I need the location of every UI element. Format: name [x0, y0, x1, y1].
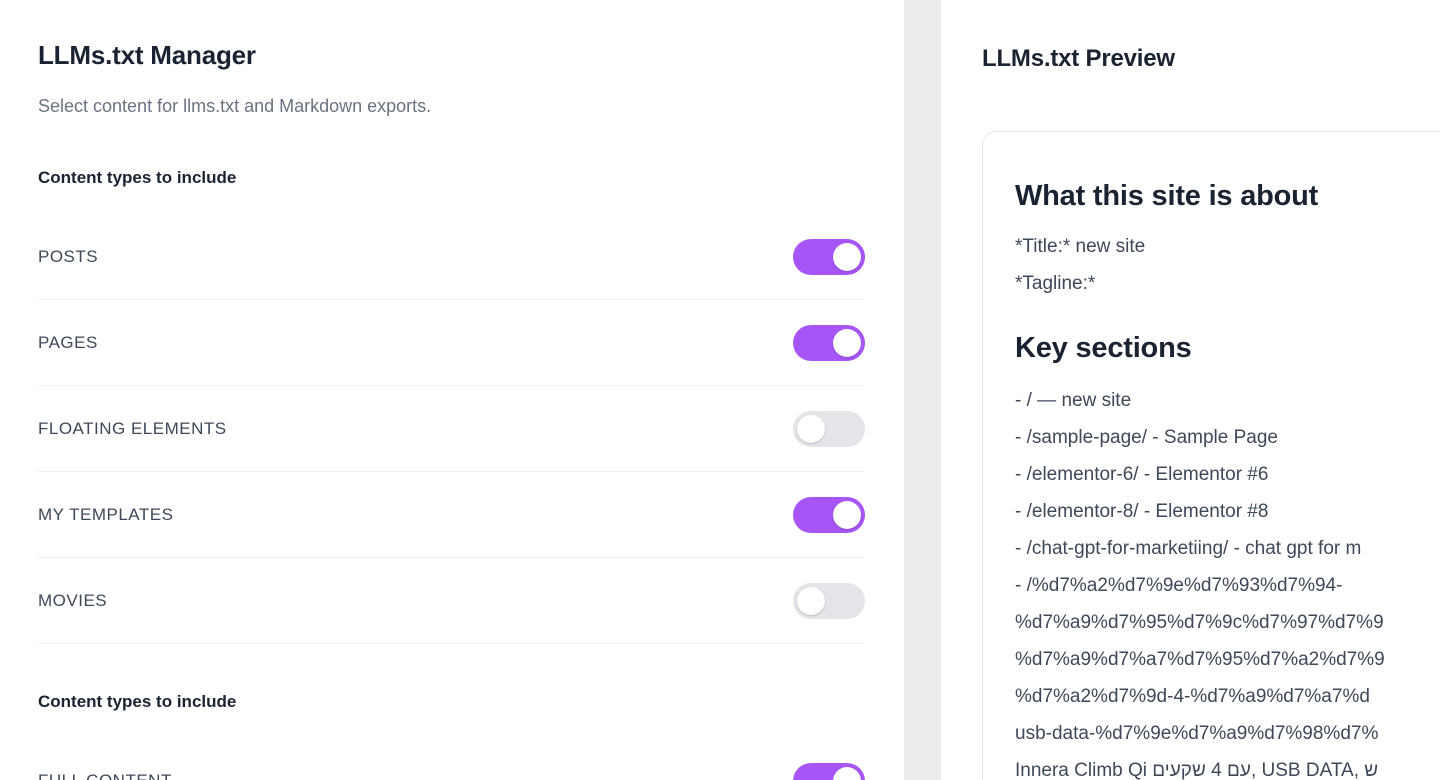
my-templates-label: MY TEMPLATES	[38, 504, 174, 524]
toggle-list-primary: POSTS PAGES FLOATING ELEMENTS MY TEMPLAT…	[38, 214, 865, 644]
toggle-knob	[833, 242, 861, 271]
preview-meta-block: *Title:* new site *Tagline:*	[1015, 228, 1440, 302]
posts-toggle[interactable]	[793, 238, 865, 275]
preview-list-line: - /elementor-6/ - Elementor #6	[1015, 464, 1269, 485]
movies-label: MOVIES	[38, 590, 108, 610]
toggle-row-my-templates: MY TEMPLATES	[38, 472, 865, 558]
manager-subtitle: Select content for llms.txt and Markdown…	[38, 96, 432, 116]
movies-toggle[interactable]	[793, 582, 865, 619]
toggle-row-pages: PAGES	[38, 300, 865, 386]
preview-list-line: - /chat-gpt-for-marketiing/ - chat gpt f…	[1015, 538, 1362, 559]
manager-title: LLMs.txt Manager	[38, 40, 256, 70]
preview-heading-about: What this site is about	[1015, 180, 1319, 212]
toggle-row-floating-elements: FLOATING ELEMENTS	[38, 386, 865, 472]
llms-preview-panel: LLMs.txt Preview What this site is about…	[941, 0, 1440, 780]
toggle-row-movies: MOVIES	[38, 558, 865, 644]
preview-list-line: - /%d7%a2%d7%9e%d7%93%d7%94-	[1015, 575, 1343, 596]
preview-list-line: Innera Climb Qi עם 4 שקעים, USB DATA, ש	[1015, 760, 1379, 780]
floating-elements-toggle[interactable]	[793, 410, 865, 447]
full-content-label: FULL CONTENT	[38, 770, 172, 780]
toggle-row-full-content: FULL CONTENT	[38, 738, 865, 780]
toggle-knob	[833, 766, 861, 780]
preview-line-title: *Title:* new site	[1015, 236, 1146, 257]
preview-key-sections-list: - / — new site - /sample-page/ - Sample …	[1015, 382, 1440, 780]
full-content-toggle[interactable]	[793, 762, 865, 780]
pages-toggle[interactable]	[793, 324, 865, 361]
preview-list-line: %d7%a9%d7%a7%d7%95%d7%a2%d7%9	[1015, 649, 1385, 670]
preview-list-line: - /sample-page/ - Sample Page	[1015, 427, 1278, 448]
toggle-knob	[797, 586, 825, 615]
pages-label: PAGES	[38, 332, 98, 352]
preview-line-tagline: *Tagline:*	[1015, 273, 1096, 294]
section-heading-content-types-2: Content types to include	[38, 692, 237, 711]
preview-heading-key-sections: Key sections	[1015, 332, 1192, 364]
toggle-knob	[833, 328, 861, 357]
preview-list-line: %d7%a9%d7%95%d7%9c%d7%97%d7%9	[1015, 612, 1384, 633]
toggle-row-posts: POSTS	[38, 214, 865, 300]
preview-title: LLMs.txt Preview	[982, 45, 1175, 72]
toggle-knob	[833, 500, 861, 529]
toggle-list-secondary: FULL CONTENT	[38, 738, 865, 780]
preview-list-line: - /elementor-8/ - Elementor #8	[1015, 501, 1269, 522]
section-heading-content-types-1: Content types to include	[38, 168, 237, 187]
toggle-knob	[797, 414, 825, 443]
posts-label: POSTS	[38, 246, 99, 266]
panel-divider	[904, 0, 941, 780]
preview-card: What this site is about *Title:* new sit…	[982, 131, 1440, 780]
preview-list-line: usb-data-%d7%9e%d7%a9%d7%98%d7%	[1015, 723, 1379, 744]
llms-manager-panel: LLMs.txt Manager Select content for llms…	[38, 40, 865, 780]
preview-list-line: - / — new site	[1015, 390, 1132, 411]
floating-elements-label: FLOATING ELEMENTS	[38, 418, 227, 438]
preview-list-line: %d7%a2%d7%9d-4-%d7%a9%d7%a7%d	[1015, 686, 1370, 707]
my-templates-toggle[interactable]	[793, 496, 865, 533]
